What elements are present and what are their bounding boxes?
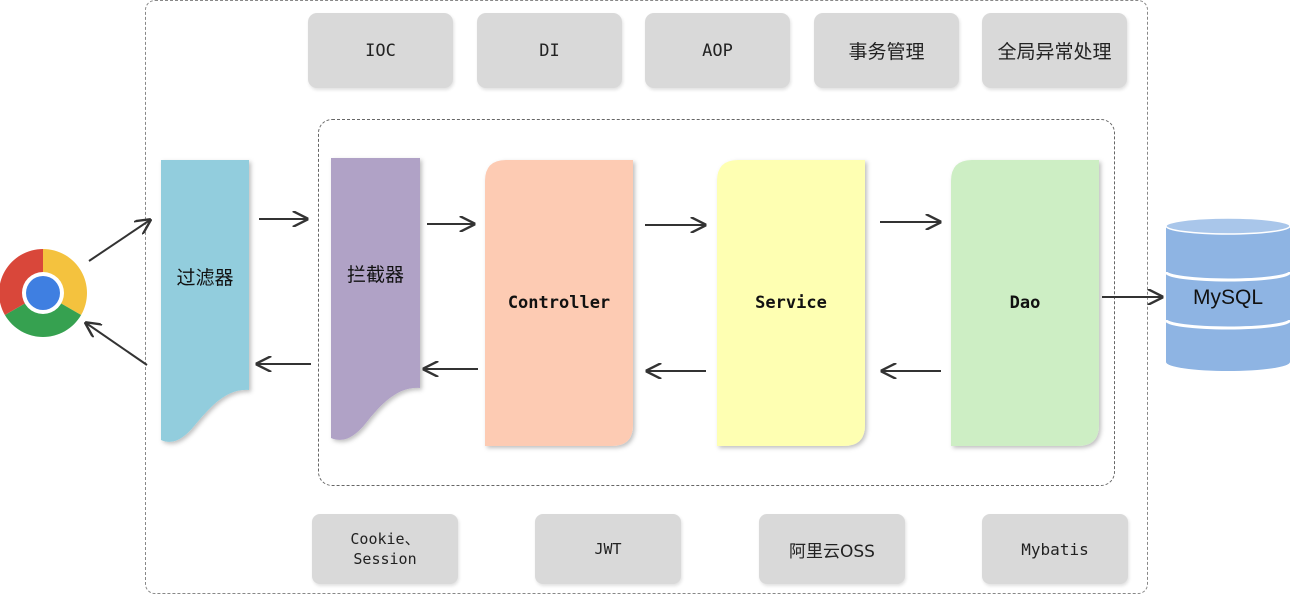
feature-transaction-management: 事务管理 [814,13,959,88]
controller-shape [485,160,633,446]
chrome-browser-icon [0,249,87,337]
feature-cookie-session: Cookie、 Session [312,514,458,584]
feature-mybatis: Mybatis [982,514,1128,584]
service-shape [717,160,865,446]
controller-label: Controller [507,293,611,313]
dao-label: Dao [1009,293,1041,313]
arrow-browser-to-filter [88,220,150,262]
arrow-filter-to-browser [86,323,148,366]
feature-di: DI [477,13,622,88]
feature-aop: AOP [645,13,790,88]
feature-global-exception-handling: 全局异常处理 [982,13,1127,88]
interceptor-shape [331,158,420,440]
feature-jwt: JWT [535,514,681,584]
database-label: MySQL [1192,286,1263,309]
filter-shape [161,160,249,442]
interceptor-label: 拦截器 [346,264,404,286]
filter-label: 过滤器 [176,267,234,289]
database-cylinder-icon [1164,217,1291,371]
feature-aliyun-oss: 阿里云OSS [759,514,905,584]
dao-shape [951,160,1099,446]
feature-ioc: IOC [308,13,453,88]
request-pipeline-boundary [318,119,1115,486]
service-label: Service [755,293,827,313]
